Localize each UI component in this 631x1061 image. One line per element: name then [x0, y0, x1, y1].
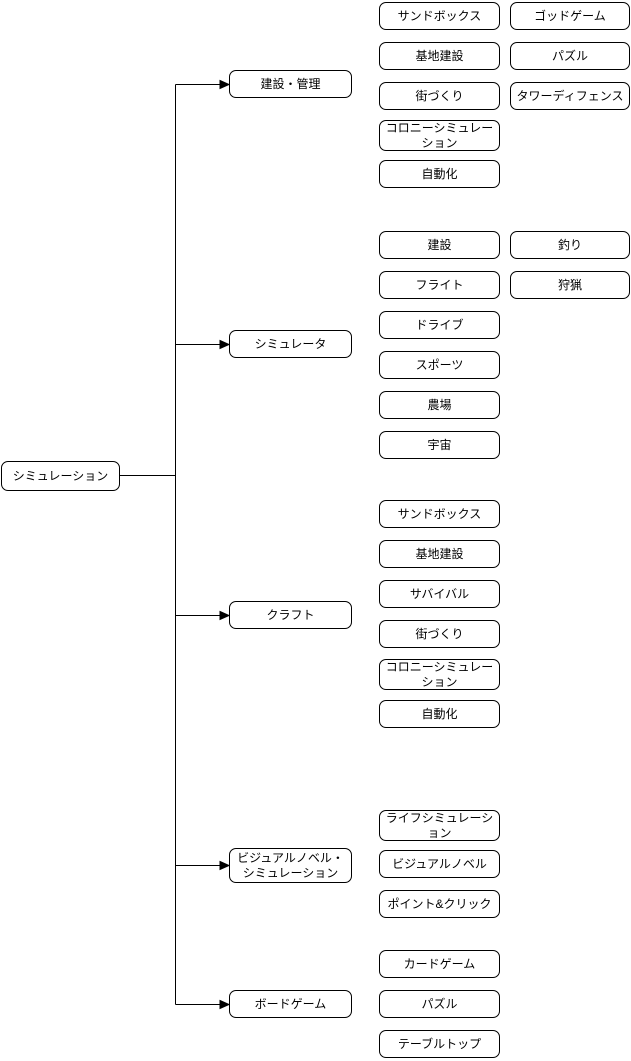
leaf-node: カードゲーム	[379, 950, 500, 978]
leaf-node: 釣り	[510, 231, 630, 259]
leaf-node: 狩猟	[510, 271, 630, 299]
leaf-node: フライト	[379, 271, 500, 299]
leaf-node: 農場	[379, 391, 500, 419]
leaf-node: 基地建設	[379, 42, 500, 70]
category-visual-novel-simulation: ビジュアルノベル・シミュレーション	[229, 848, 352, 883]
category-simulator: シミュレータ	[229, 330, 352, 358]
arrowhead-simulator	[219, 339, 231, 350]
leaf-node: ライフシミュレーション	[379, 810, 500, 841]
leaf-node: パズル	[379, 990, 500, 1018]
leaf-node: 基地建設	[379, 540, 500, 568]
leaf-node: サンドボックス	[379, 2, 500, 30]
arrowhead-board-game	[219, 999, 231, 1010]
category-craft: クラフト	[229, 601, 352, 629]
leaf-node: 自動化	[379, 700, 500, 728]
category-board-game: ボードゲーム	[229, 990, 352, 1018]
arrowhead-construction-management	[219, 79, 231, 90]
leaf-node: ゴッドゲーム	[510, 2, 630, 30]
arrowhead-craft	[219, 610, 231, 621]
root-node: シミュレーション	[1, 461, 120, 491]
leaf-node: コロニーシミュレーション	[379, 120, 500, 151]
leaf-node: ポイント&クリック	[379, 890, 500, 918]
leaf-node: スポーツ	[379, 351, 500, 379]
leaf-node: テーブルトップ	[379, 1030, 500, 1058]
leaf-node: 自動化	[379, 160, 500, 188]
leaf-node: ドライブ	[379, 311, 500, 339]
arrowhead-visual-novel-simulation	[219, 860, 231, 871]
leaf-node: ビジュアルノベル	[379, 850, 500, 878]
leaf-node: 宇宙	[379, 431, 500, 459]
leaf-node: 街づくり	[379, 82, 500, 110]
leaf-node: パズル	[510, 42, 630, 70]
leaf-node: コロニーシミュレーション	[379, 659, 500, 690]
leaf-node: 建設	[379, 231, 500, 259]
leaf-node: サンドボックス	[379, 500, 500, 528]
leaf-node: タワーディフェンス	[510, 82, 630, 110]
leaf-node: サバイバル	[379, 580, 500, 608]
leaf-node: 街づくり	[379, 620, 500, 648]
category-construction-management: 建設・管理	[229, 70, 352, 98]
